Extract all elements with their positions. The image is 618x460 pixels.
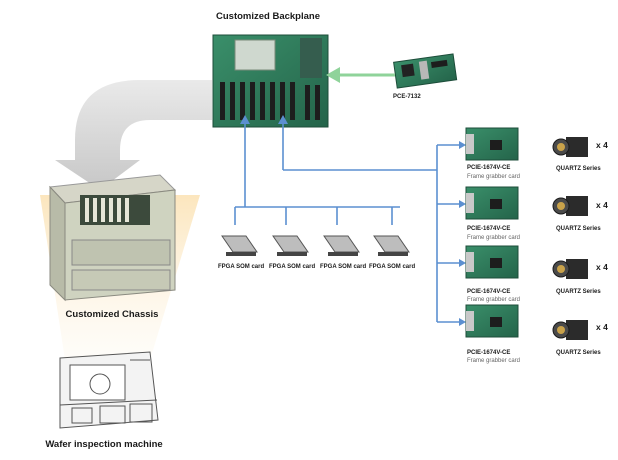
fpga-card-graphics xyxy=(221,235,410,256)
camera-qty: x 4 xyxy=(596,200,608,210)
fpga-card-label: FPGA SOM card xyxy=(320,264,367,270)
pce-label: PCE-7132 xyxy=(393,94,421,100)
grabber-name: PCIE-1674V-CE xyxy=(467,289,511,295)
camera-2 xyxy=(552,196,588,216)
backplane-label: Customized Backplane xyxy=(216,11,320,22)
grabber-card-3 xyxy=(465,245,519,279)
camera-label: QUARTZ Series xyxy=(556,226,601,232)
fpga-card-label: FPGA SOM card xyxy=(218,264,265,270)
connector-lines xyxy=(234,122,462,323)
chassis-label: Customized Chassis xyxy=(65,309,159,320)
grabber-card-4 xyxy=(465,304,519,338)
grabber-sub: Frame grabber card xyxy=(467,358,521,364)
connector-arrowheads xyxy=(240,115,466,326)
fpga-card-1 xyxy=(221,235,258,256)
fpga-card-2 xyxy=(272,235,309,256)
grabber-name: PCIE-1674V-CE xyxy=(467,226,511,232)
camera-qty: x 4 xyxy=(596,140,608,150)
camera-label: QUARTZ Series xyxy=(556,166,601,172)
grabber-card-2 xyxy=(465,186,519,220)
pce-to-backplane-arrow xyxy=(326,67,395,83)
camera-qty: x 4 xyxy=(596,262,608,272)
grabber-card-1 xyxy=(465,127,519,161)
grabber-sub: Frame grabber card xyxy=(467,174,521,180)
backplane-board xyxy=(212,34,329,128)
fpga-card-4 xyxy=(373,235,410,256)
camera-qty: x 4 xyxy=(596,322,608,332)
backplane-to-chassis-arrow xyxy=(55,80,212,190)
machine-label: Wafer inspection machine xyxy=(45,439,163,450)
camera-label: QUARTZ Series xyxy=(556,350,601,356)
grabber-name: PCIE-1674V-CE xyxy=(467,350,511,356)
fpga-card-label: FPGA SOM card xyxy=(369,264,416,270)
wafer-machine xyxy=(59,351,159,429)
grabber-sub: Frame grabber card xyxy=(467,235,521,241)
frame-grabber-graphics xyxy=(465,127,588,340)
grabber-sub: Frame grabber card xyxy=(467,297,521,303)
camera-label: QUARTZ Series xyxy=(556,289,601,295)
grabber-name: PCIE-1674V-CE xyxy=(467,165,511,171)
chassis xyxy=(48,174,177,302)
fpga-card-label: FPGA SOM card xyxy=(269,264,316,270)
fpga-card-3 xyxy=(323,235,360,256)
camera-4 xyxy=(552,320,588,340)
camera-1 xyxy=(552,137,588,157)
camera-3 xyxy=(552,259,588,279)
pce-7132-board xyxy=(393,53,458,89)
